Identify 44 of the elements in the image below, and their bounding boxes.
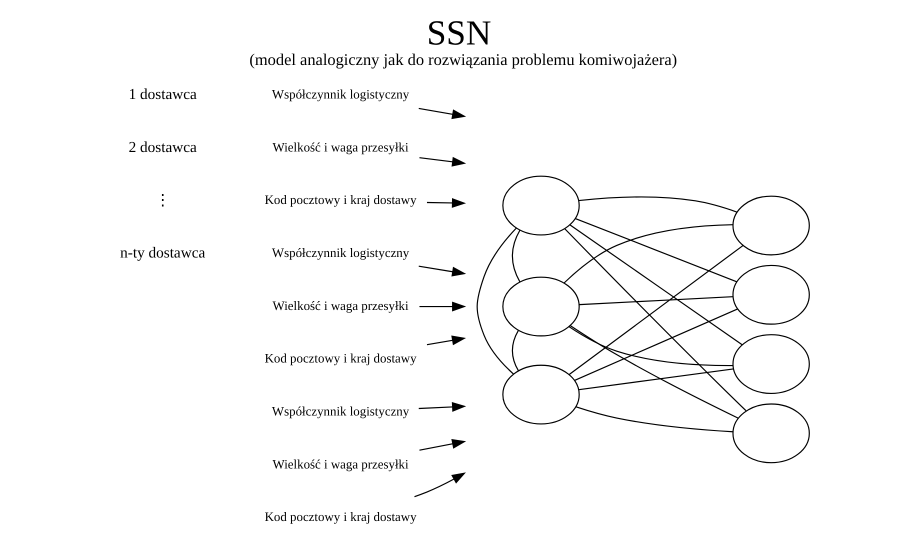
arrow [418, 302, 466, 312]
node-circle [732, 334, 810, 394]
label: n-ty dostawca [120, 244, 205, 262]
arrow [418, 108, 466, 120]
arrow [418, 156, 466, 167]
connector [563, 224, 732, 284]
node-text: Wielkość i waga przesyłki [272, 298, 408, 313]
connector [569, 224, 742, 346]
node-text: Wielkość i waga przesyłki [272, 139, 408, 154]
connector [511, 230, 520, 282]
connector [476, 228, 516, 374]
node-circle [502, 176, 580, 236]
connector [568, 245, 743, 375]
node-text: Kod pocztowy i kraj dostawy [264, 509, 416, 524]
node-text: Kod pocztowy i kraj dostawy [264, 192, 416, 208]
connector [574, 218, 737, 282]
connector [574, 308, 738, 381]
label: 2 dostawca [128, 139, 196, 156]
node-circle [732, 264, 810, 325]
label: 1 dostawca [128, 86, 196, 104]
label: ⋮ [154, 192, 170, 209]
arrow [414, 472, 466, 498]
arrow [418, 402, 466, 412]
node-text: Kod pocztowy i kraj dostawy [264, 350, 416, 366]
connector [568, 326, 732, 366]
connector [511, 330, 518, 372]
arrow [418, 439, 466, 451]
node-circle [732, 403, 810, 464]
connector [578, 296, 732, 306]
connector [578, 368, 734, 390]
connector [570, 325, 738, 419]
arrow [426, 336, 466, 346]
node-circle [502, 364, 580, 425]
node-text: Współczynnik logistyczny [271, 244, 409, 260]
connector [564, 228, 746, 412]
node-circle [732, 196, 810, 256]
connector [575, 406, 732, 432]
node-text: Współczynnik logistyczny [271, 86, 409, 102]
node-circle [502, 276, 580, 336]
arrow [418, 266, 466, 277]
arrow [426, 198, 466, 208]
node-text: Wielkość i waga przesyłki [272, 456, 408, 472]
connector [578, 196, 737, 213]
node-text: Współczynnik logistyczny [271, 403, 409, 418]
